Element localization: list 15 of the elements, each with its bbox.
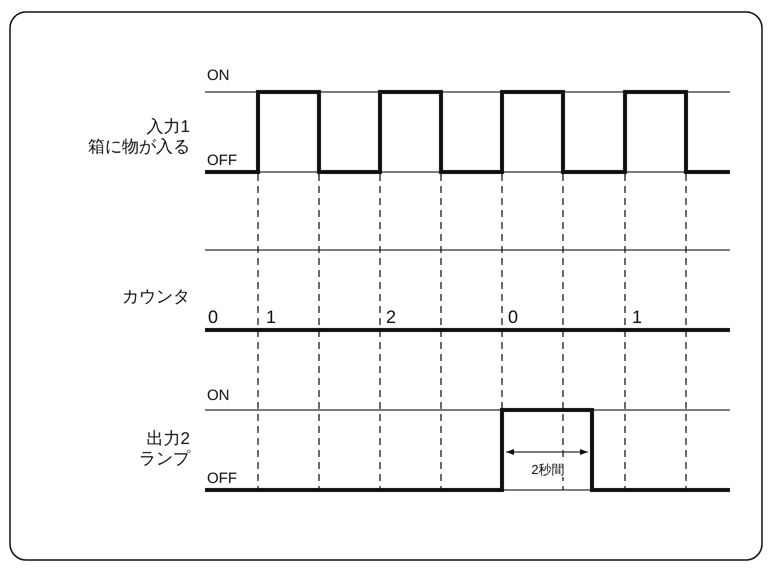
level-label: OFF: [207, 153, 237, 168]
level-label: ON: [207, 388, 230, 403]
signal-description: 箱に物が入る: [88, 138, 190, 155]
signal-name: 出力2: [146, 430, 190, 447]
signal-name: 入力1: [146, 118, 190, 135]
level-label: ON: [207, 68, 230, 83]
dimension-label: 2秒間: [529, 462, 567, 477]
signal-description: ランプ: [139, 450, 190, 467]
level-label: OFF: [207, 471, 237, 486]
counter-value: 1: [632, 308, 642, 326]
counter-value: 0: [508, 308, 518, 326]
signal-name: カウンタ: [122, 288, 190, 305]
counter-value: 0: [208, 308, 218, 326]
counter-value: 1: [266, 308, 276, 326]
counter-value: 2: [386, 308, 396, 326]
